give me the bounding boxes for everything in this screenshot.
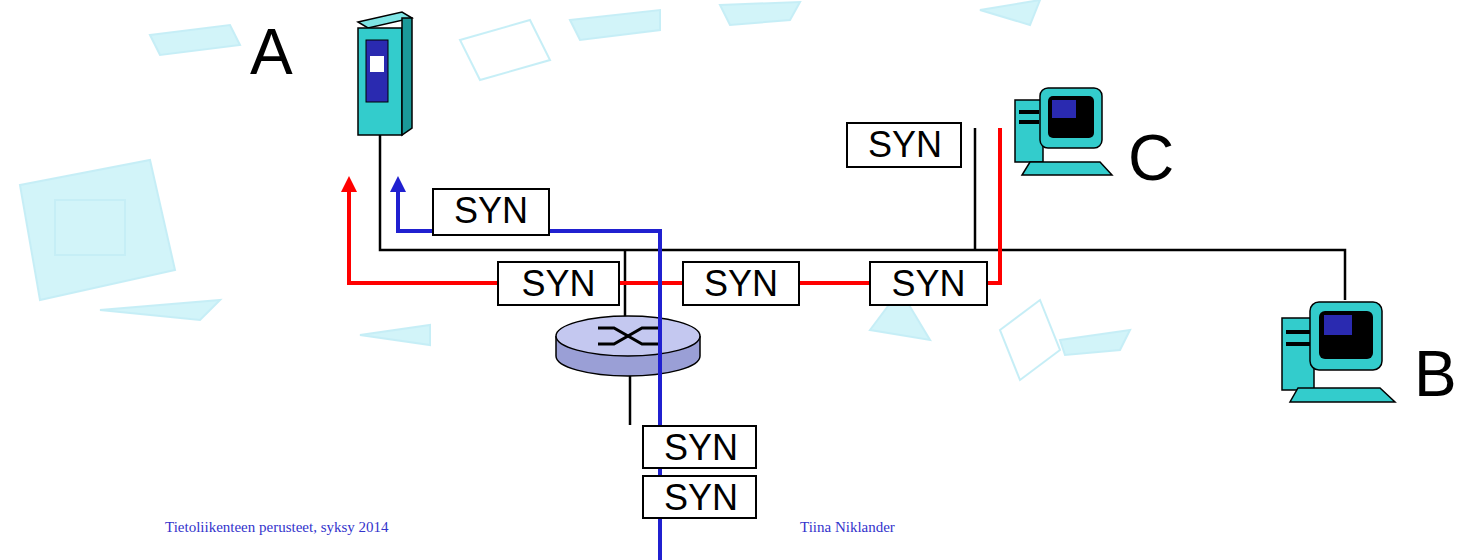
packet-label: SYN	[454, 190, 528, 231]
packet-label: SYN	[704, 263, 778, 304]
packet-box: SYN	[642, 475, 757, 519]
packet-path	[800, 283, 869, 284]
arrowhead	[341, 176, 357, 192]
packet-label: SYN	[521, 263, 595, 304]
network-cable	[380, 128, 1345, 425]
computer-icon	[1015, 88, 1112, 175]
router-icon	[556, 316, 700, 376]
footer-text: Tiina Niklander	[800, 519, 895, 536]
blue-path	[398, 190, 660, 560]
packet-box: SYN	[682, 261, 800, 306]
packet-box: SYN	[432, 188, 550, 236]
arrowhead	[390, 176, 406, 192]
packet-box: SYN	[869, 261, 988, 306]
packet-label: SYN	[664, 477, 738, 518]
packet-box: SYN	[497, 261, 620, 306]
server-icon	[358, 12, 412, 135]
background-decoration	[20, 0, 1130, 380]
packet-path	[620, 283, 682, 284]
footer-text: Tietoliikenteen perusteet, syksy 2014	[165, 519, 389, 536]
host-label: C	[1128, 126, 1174, 190]
packet-label: SYN	[868, 124, 942, 165]
packet-box: SYN	[846, 122, 962, 168]
packet-label: SYN	[891, 263, 965, 304]
packet-label: SYN	[664, 427, 738, 468]
packet-box: SYN	[642, 425, 757, 469]
host-label: A	[250, 20, 293, 84]
computer-icon	[1282, 302, 1395, 402]
host-label: B	[1414, 342, 1457, 406]
